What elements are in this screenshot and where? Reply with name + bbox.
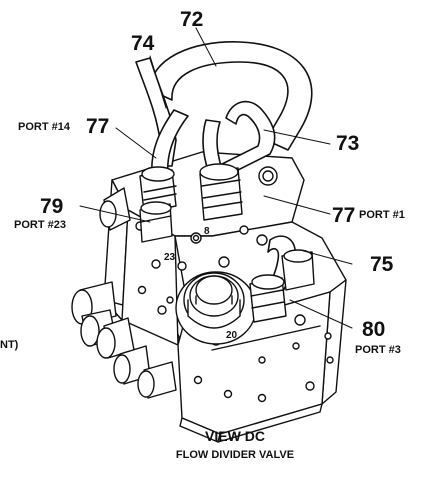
callout-75: 75 (370, 253, 394, 276)
port-14-label: PORT #14 (18, 121, 70, 133)
view-title: VIEW DC (205, 428, 265, 444)
port-3-label: PORT #3 (355, 344, 401, 356)
callout-74: 74 (131, 32, 155, 55)
callout-80: 80 (362, 318, 386, 341)
valve-cartridge (175, 271, 257, 345)
stamp-20: 20 (226, 330, 238, 341)
fittings (139, 163, 315, 323)
callout-77-port1: 77 (332, 204, 356, 227)
view-subtitle: FLOW DIVIDER VALVE (175, 449, 295, 461)
callout-73: 73 (336, 132, 360, 155)
side-plugs (71, 187, 177, 399)
stamp-23: 23 (164, 252, 176, 263)
cut-off-edge-text: NT) (0, 339, 19, 351)
leader-lines (79, 27, 353, 329)
callout-79: 79 (40, 195, 64, 218)
port-23-label: PORT #23 (14, 219, 66, 231)
port-1-label: PORT #1 (359, 209, 405, 221)
callout-72: 72 (180, 8, 204, 31)
hoses (135, 41, 313, 303)
stamp-labels: 8 23 20 (164, 226, 238, 341)
callout-77-port14: 77 (86, 115, 110, 138)
stamp-8: 8 (204, 226, 210, 237)
port-holes (135, 166, 334, 403)
